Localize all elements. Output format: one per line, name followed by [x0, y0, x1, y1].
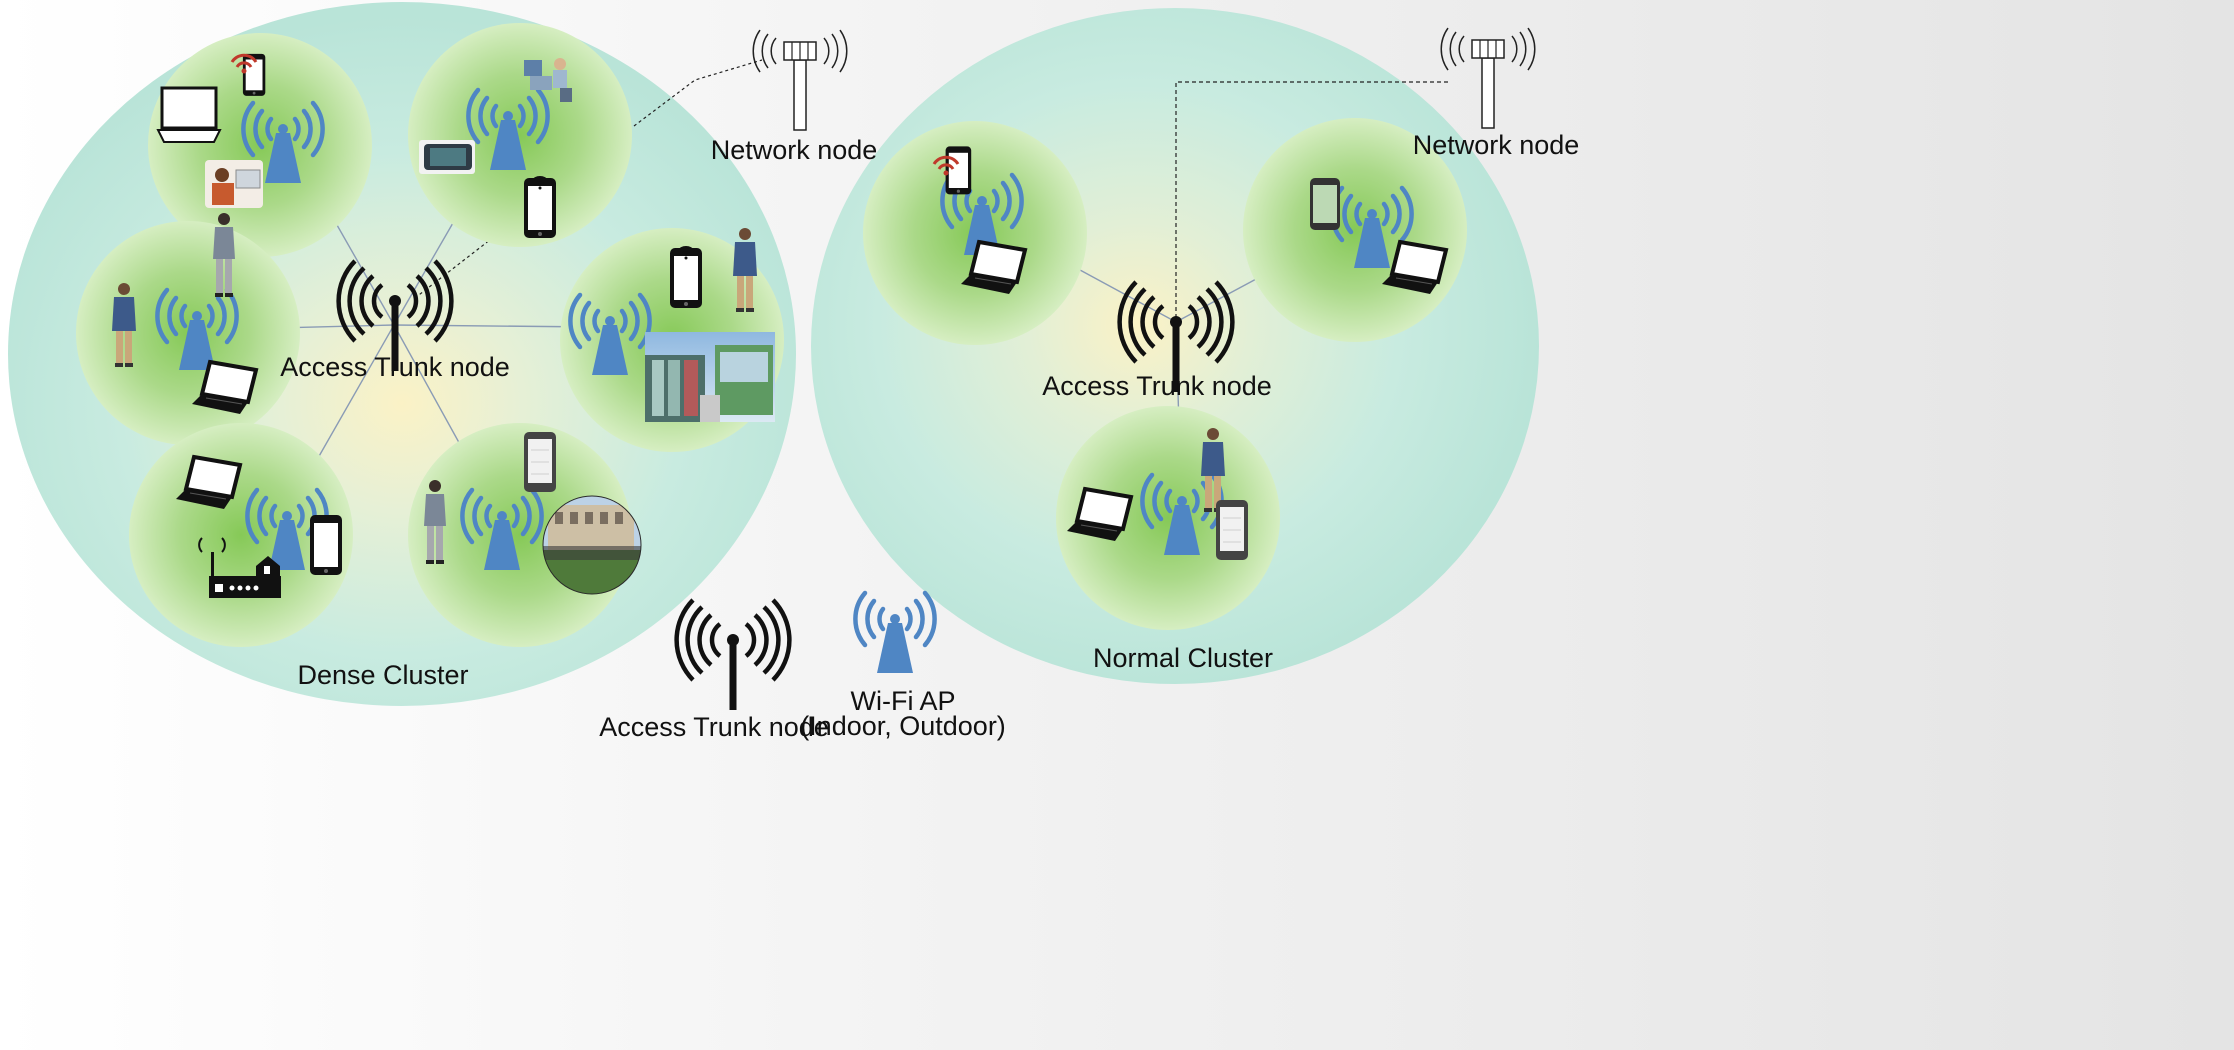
dense-cell-2 [408, 23, 632, 247]
dense-cell-5 [129, 423, 353, 647]
normal-cell-3 [1056, 406, 1280, 630]
smartphone-icon [1310, 178, 1340, 230]
network-node-label-right: Network node [1412, 130, 1580, 160]
legend-access-trunk-label: Access Trunk node [599, 712, 829, 742]
legend-access-trunk-icon [677, 600, 790, 710]
dense-cluster-label: Dense Cluster [297, 660, 469, 690]
normal-cell-2 [1243, 118, 1467, 342]
legend-wifi-ap-icon [855, 593, 934, 673]
desktop-computer-icon [156, 86, 222, 143]
network-node-label-left: Network node [710, 135, 878, 165]
desktop-user-icon [524, 58, 572, 102]
dense-cell-4 [560, 228, 784, 452]
smartphone-icon [310, 515, 342, 575]
normal-cluster-label: Normal Cluster [1092, 643, 1274, 673]
smartphone-icon [523, 431, 557, 493]
legend-wifi-ap-sublabel: (Indoor, Outdoor) [800, 711, 1006, 741]
dense-backhaul-link-b [633, 59, 763, 127]
person-with-laptop-icon [205, 160, 263, 208]
normal-cell-1 [863, 121, 1087, 345]
normal-backhaul-link [1175, 81, 1450, 325]
network-node-tower-icon [1440, 27, 1536, 129]
access-trunk-label-dense: Access Trunk node [280, 352, 510, 382]
dense-cell-1 [148, 33, 372, 257]
dense-cell-6 [408, 423, 642, 647]
home-router-icon [198, 537, 281, 598]
smartphone-icon [945, 146, 972, 195]
smartphone-icon [1215, 499, 1249, 561]
legend-wifi-ap-label: Wi-Fi AP [850, 686, 956, 716]
tablet-icon [419, 140, 475, 174]
dense-cell-3 [76, 213, 300, 445]
bus-stop-photo [645, 332, 775, 422]
access-trunk-label-normal: Access Trunk node [1042, 371, 1272, 401]
dense-backhaul-link-a [414, 235, 496, 299]
network-node-tower-icon [752, 29, 848, 131]
